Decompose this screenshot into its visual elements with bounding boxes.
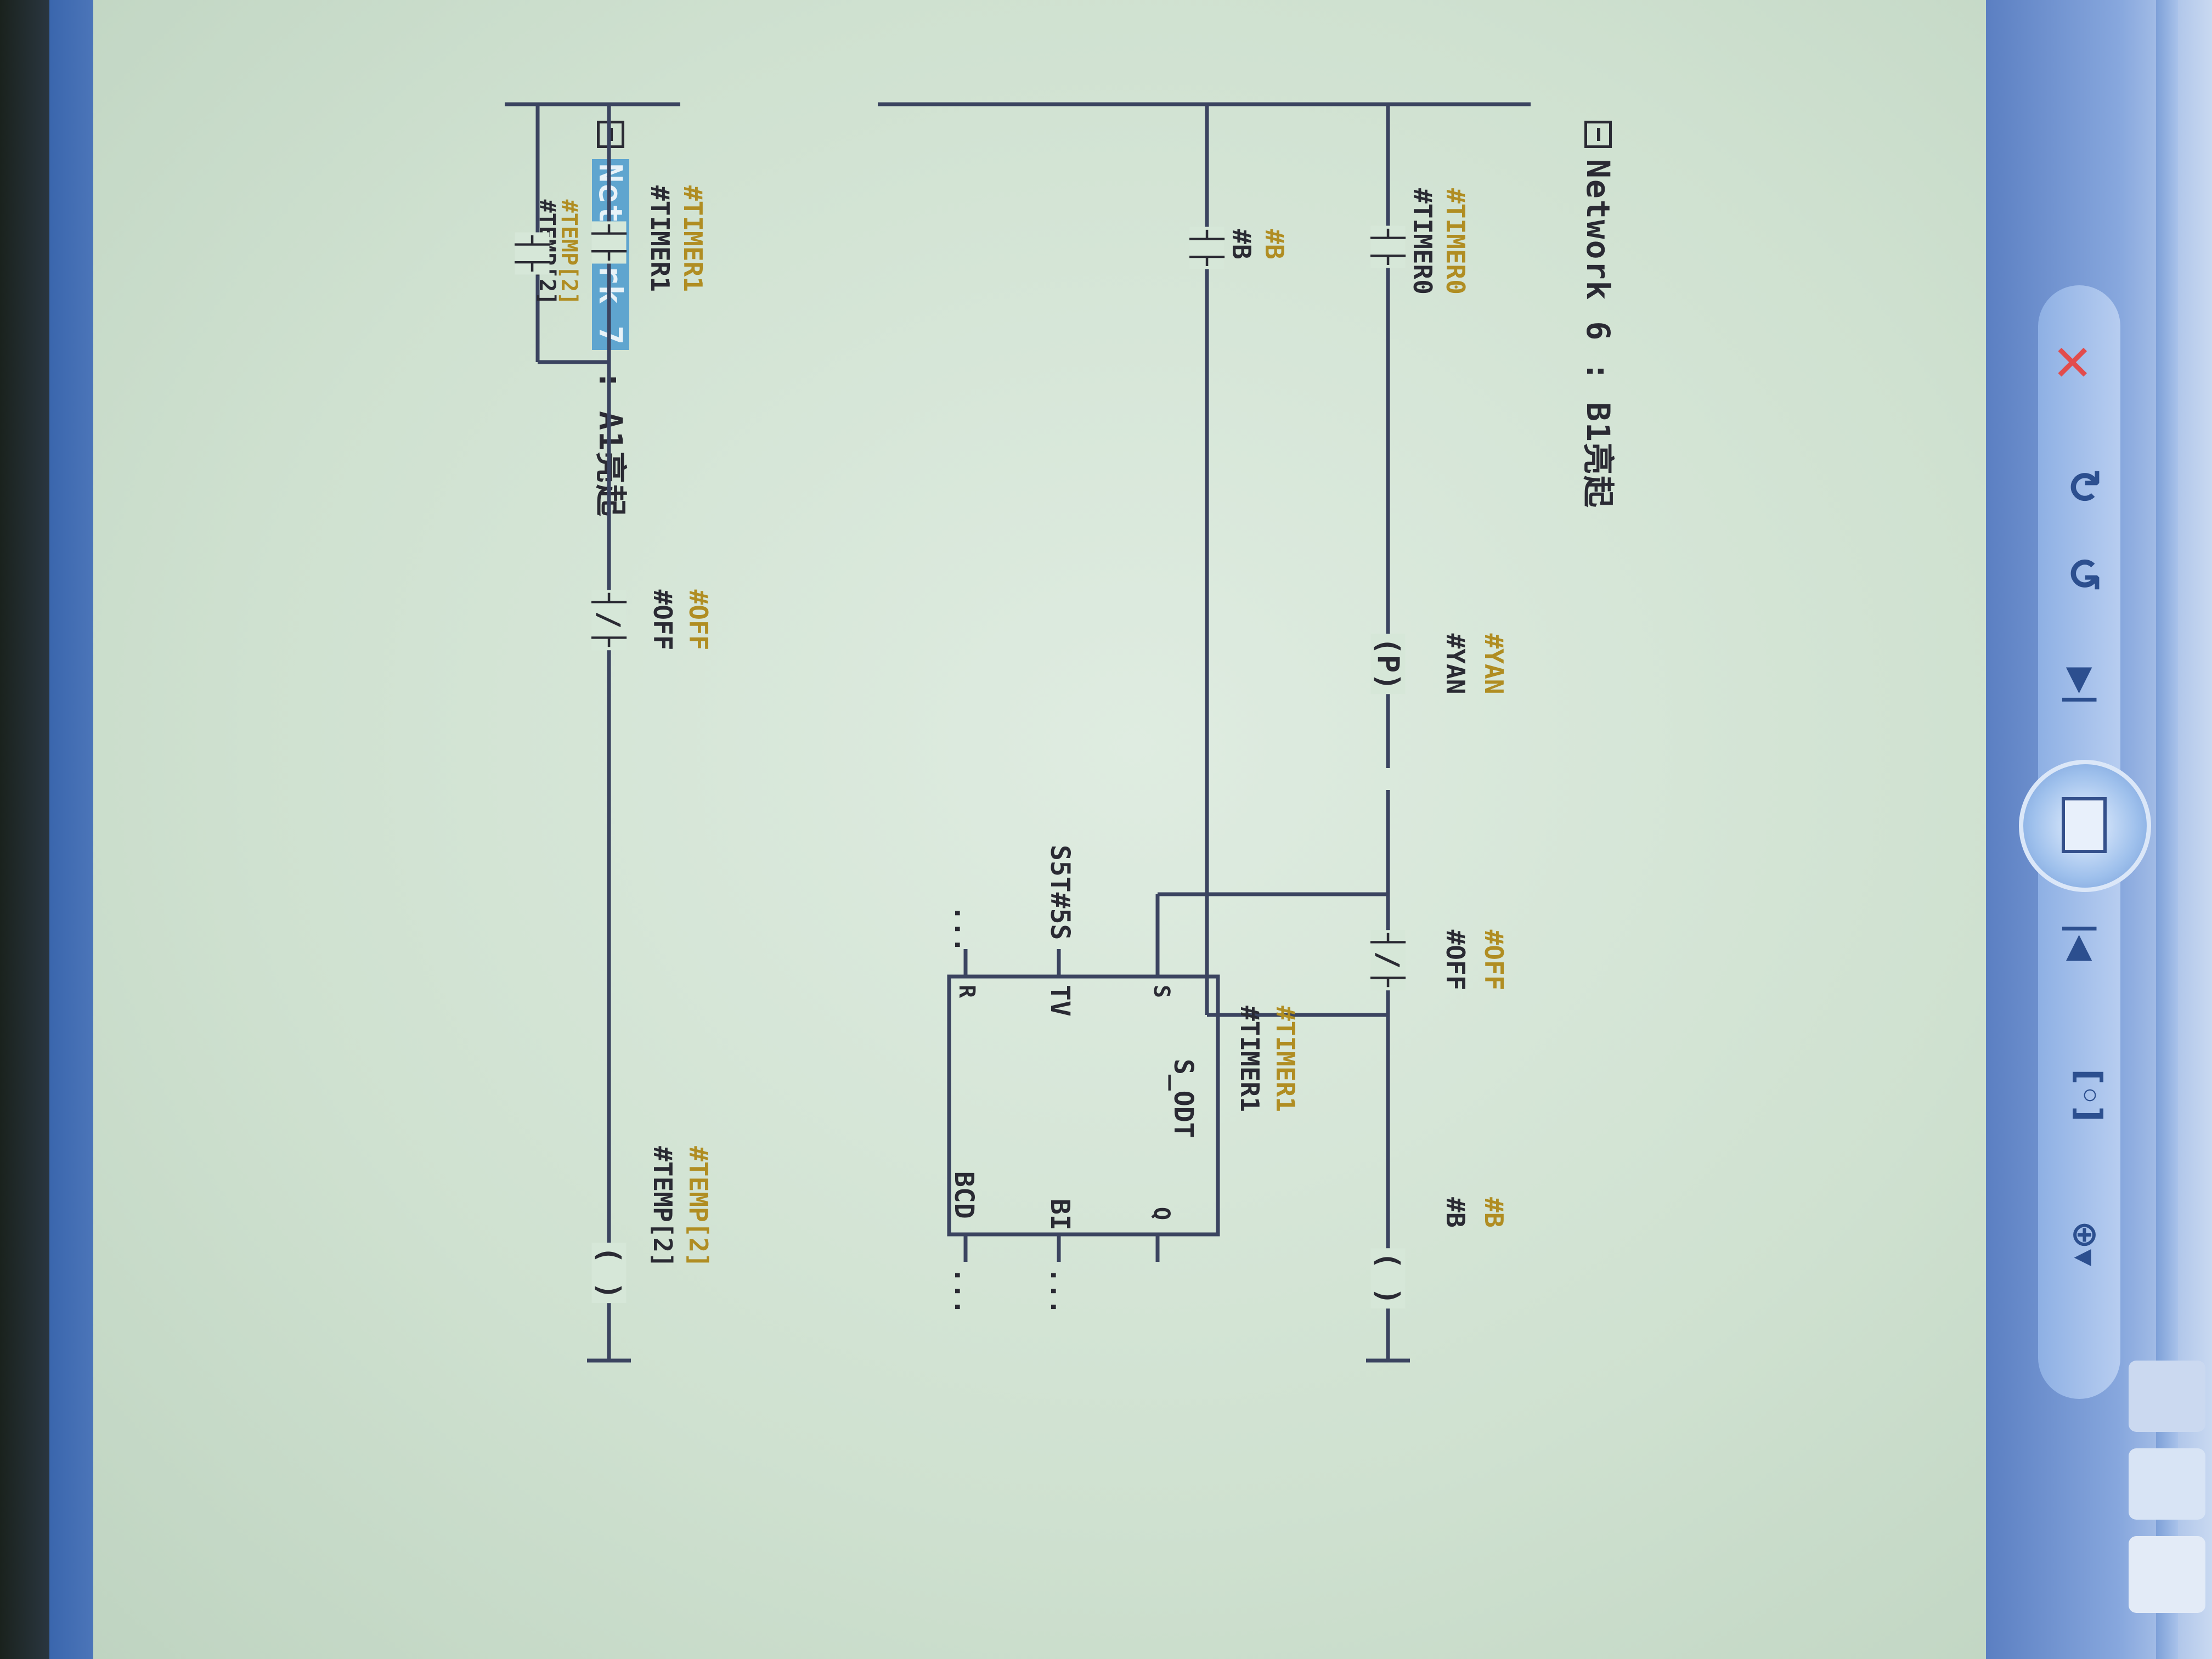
n7-coil-temp2[interactable]: ( ): [591, 1243, 627, 1303]
rotate-cw-icon: ↻: [2058, 467, 2110, 505]
fit-window-icon: [◦]: [2069, 1069, 2109, 1122]
n7-wires: [505, 102, 680, 1363]
document-view: [93, 0, 1986, 1659]
n7-timer1-symbol: #TIMER1: [678, 185, 708, 292]
n7-off-var: #OFF: [648, 589, 678, 651]
n7-timer1-var: #TIMER1: [645, 185, 675, 292]
previous-icon: |◀: [2062, 922, 2102, 961]
magnifier-icon: ⊕▾: [2066, 1220, 2106, 1267]
rotate-ccw-button[interactable]: ↺: [2058, 556, 2109, 592]
monitor-bezel: [0, 0, 49, 1659]
previous-button[interactable]: |◀: [2062, 922, 2102, 961]
rotate-ccw-icon: ↺: [2058, 555, 2110, 593]
n7-off-symbol: #OFF: [684, 589, 713, 651]
zoom-button[interactable]: ⊕▾: [2066, 1221, 2106, 1266]
slideshow-icon: [2062, 797, 2107, 853]
n7-temp2-symbol: #TEMP[2]: [556, 199, 582, 306]
n7-no-contact-temp2[interactable]: ┤├: [515, 232, 550, 275]
delete-icon: ✕: [2052, 335, 2094, 392]
slideshow-button[interactable]: [2019, 760, 2151, 892]
delete-button[interactable]: ✕: [2052, 335, 2093, 392]
taskbar-app-icon[interactable]: [2129, 1448, 2205, 1520]
next-button[interactable]: ▶|: [2062, 667, 2102, 706]
taskbar-app-icon[interactable]: [2129, 1536, 2205, 1613]
fit-window-button[interactable]: [◦]: [2069, 1069, 2109, 1121]
taskbar-app-icon[interactable]: [2129, 1361, 2205, 1432]
network7-ladder: [505, 55, 2063, 1659]
n7-no-contact-timer1[interactable]: ┤├: [591, 221, 627, 264]
next-icon: ▶|: [2062, 667, 2102, 706]
rotate-cw-button[interactable]: ↻: [2058, 468, 2109, 505]
n7-coil-temp2-symbol: #TEMP[2]: [684, 1146, 713, 1268]
network7-labels: #TIMER1 #TIMER1 ┤├ #TEMP[2] #TEMP[2] ┤├ …: [505, 55, 2063, 1659]
n7-nc-contact-off[interactable]: ┤/├: [591, 590, 627, 650]
n7-coil-temp2-var: #TEMP[2]: [648, 1146, 678, 1268]
